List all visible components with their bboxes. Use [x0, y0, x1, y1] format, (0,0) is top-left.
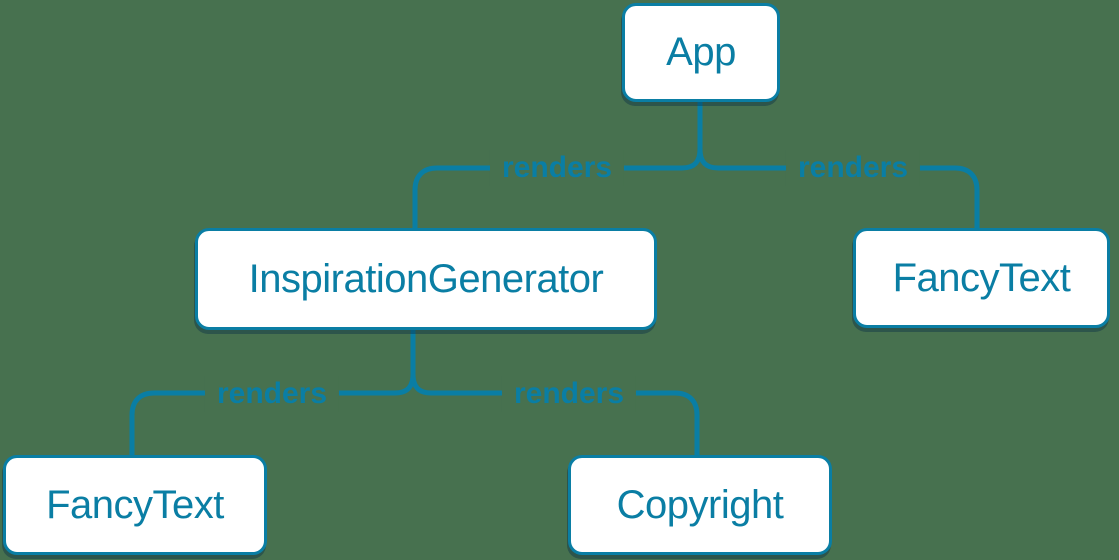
node-fancy-text-top-label: FancyText: [892, 255, 1071, 300]
node-copyright: Copyright: [568, 455, 832, 555]
edge-label-renders-ig-fancytext: renders: [204, 376, 340, 412]
node-copyright-label: Copyright: [616, 482, 784, 527]
node-app: App: [622, 3, 780, 102]
edge-line-ig-to-fancytext: [129, 371, 416, 458]
node-fancy-text-top: FancyText: [853, 228, 1110, 328]
node-app-label: App: [666, 30, 736, 74]
edge-line-app-to-inspirationgenerator: [412, 146, 703, 231]
node-fancy-text-bottom-label: FancyText: [46, 482, 224, 527]
node-inspiration-generator: InspirationGenerator: [195, 228, 657, 330]
edge-label-renders-app-fancytext: renders: [785, 150, 921, 186]
edge-line-ig-to-copyright: [410, 371, 700, 458]
node-fancy-text-bottom: FancyText: [3, 455, 267, 555]
node-inspiration-generator-label: InspirationGenerator: [248, 256, 604, 301]
edge-label-renders-ig-copyright: renders: [501, 376, 637, 412]
edge-label-renders-app-ig: renders: [489, 150, 625, 186]
edge-line-app-to-fancytext: [697, 146, 980, 231]
